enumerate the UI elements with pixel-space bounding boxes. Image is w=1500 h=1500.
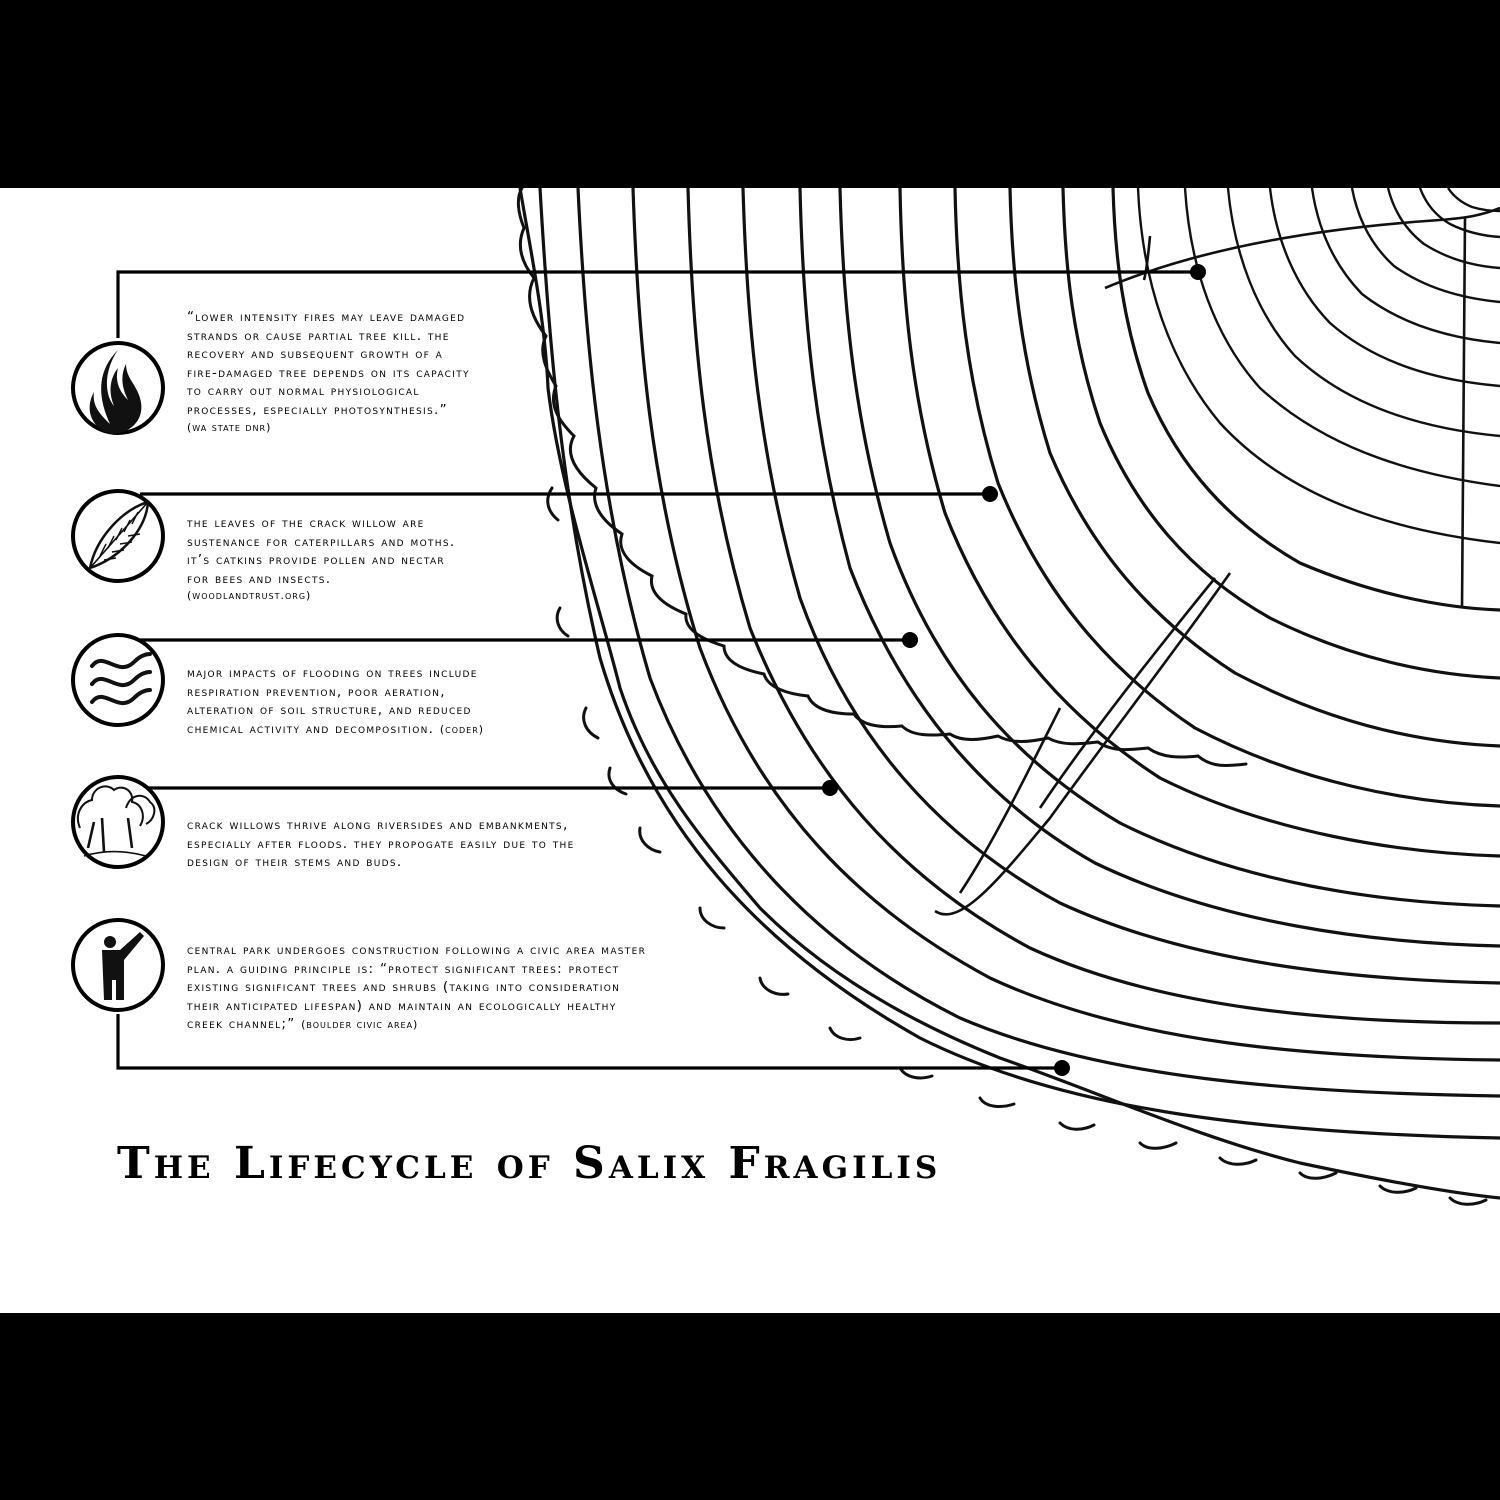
leader-line-fire: [116, 270, 1198, 338]
tree-ring: [1310, 188, 1500, 345]
leaves-text-line: It’s catkins provide pollen and nectar: [187, 552, 445, 569]
tree-ring: [1226, 188, 1500, 438]
leader-dot-park: [1054, 1060, 1070, 1076]
tree-ring: [576, 188, 1500, 1098]
flood-text-line: alteration of soil structure, and reduce…: [187, 702, 472, 719]
fire-citation: (WA State DNR): [187, 420, 272, 434]
water-waves-icon: [71, 633, 165, 727]
park-citation: (Boulder Civic Area): [301, 1018, 419, 1032]
fire-text-line: processes, especially photosynthesis.”: [187, 401, 448, 418]
tree-ring: [538, 188, 1500, 1140]
leader-dot-flood: [902, 632, 918, 648]
tree-ring: [686, 188, 1500, 1025]
tree-ring: [838, 188, 1500, 908]
leaves-citation: (WoodlandTrust.org): [187, 589, 312, 603]
tree-ring: [1111, 188, 1500, 612]
tree-rings: [538, 188, 1500, 1140]
trees-riverbank-icon: [71, 775, 165, 869]
riverside-text-block: Crack Willows thrive along riversides an…: [187, 816, 575, 872]
tree-ring: [953, 188, 1500, 808]
leader-dot-riverside: [822, 780, 838, 796]
park-text-line: Central Park undergoes construction foll…: [187, 942, 647, 958]
park-text-line: their anticipated lifespan) and maintain…: [187, 997, 617, 1014]
tree-ring: [1418, 188, 1500, 239]
tree-ring: [741, 188, 1500, 985]
fire-text-block: “Lower intensity fires may leave damaged…: [187, 308, 470, 436]
leaves-text-line: for bees and insects.: [187, 570, 332, 587]
riverside-text-line: especially after floods. They propogate …: [187, 835, 575, 852]
fire-text-line: “Lower intensity fires may leave damaged: [187, 309, 466, 325]
fire-text-line: fire-damaged tree depends on its capacit…: [187, 364, 470, 381]
leader-line-park: [116, 1014, 1062, 1070]
tree-ring: [898, 188, 1500, 858]
flood-text-line: respiration prevention, poor aeration,: [187, 683, 446, 700]
leader-lines: [116, 264, 1206, 1076]
riverside-text-line: design of their stems and buds.: [187, 854, 403, 871]
leaves-text-block: The leaves of the Crack Willow are suste…: [187, 514, 455, 604]
poster: “Lower intensity fires may leave damaged…: [0, 188, 1500, 1313]
flood-text-line: chemical activity and decomposition. (Co…: [187, 720, 484, 740]
tree-ring: [1447, 188, 1500, 213]
tree-cross-section-illustration: [71, 188, 1500, 1206]
tree-ring: [1183, 188, 1500, 488]
flood-text-line-end: chemical activity and decomposition.: [187, 720, 435, 737]
bark-edge: [516, 188, 1500, 1206]
leaves-text-line: sustenance for caterpillars and moths.: [187, 533, 456, 550]
leaves-text-line: The leaves of the Crack Willow are: [187, 515, 425, 531]
leader-dot-leaves: [982, 486, 998, 502]
fire-text-line: recovery and subsequent growth of a: [187, 346, 444, 363]
tree-ring: [1136, 188, 1500, 545]
flood-text-line: Major impacts of flooding on trees inclu…: [187, 665, 478, 681]
tree-ring: [1386, 188, 1500, 270]
park-text-line-end: creek channel;”: [187, 1016, 296, 1033]
leaf-icon: [71, 489, 165, 583]
leader-dot-fire: [1190, 264, 1206, 280]
person-pointing-icon: [71, 918, 165, 1012]
park-text-line: existing significant trees and shrubs (t…: [187, 979, 621, 996]
flood-text-block: Major impacts of flooding on trees inclu…: [187, 664, 484, 739]
poster-title: The Lifecycle of Salix Fragilis: [117, 1138, 942, 1189]
fire-text-line: to carry out normal physiological: [187, 383, 420, 400]
park-text-line: creek channel;” (Boulder Civic Area): [187, 1015, 646, 1035]
flood-citation: (Coder): [439, 722, 485, 736]
tree-ring: [631, 188, 1500, 1062]
tree-ring: [1268, 188, 1500, 388]
fire-text-line: strands or cause partial tree kill. The: [187, 327, 450, 344]
riverside-text-line: Crack Willows thrive along riversides an…: [187, 817, 569, 833]
tree-ring: [798, 188, 1500, 948]
wood-cracks: [934, 206, 1500, 916]
park-text-line: Plan. A Guiding Principle is: “Protect S…: [187, 960, 620, 977]
flame-icon: [71, 341, 165, 435]
park-text-block: Central Park undergoes construction foll…: [187, 941, 646, 1035]
tree-ring: [1061, 188, 1500, 680]
tree-ring: [1008, 188, 1500, 748]
